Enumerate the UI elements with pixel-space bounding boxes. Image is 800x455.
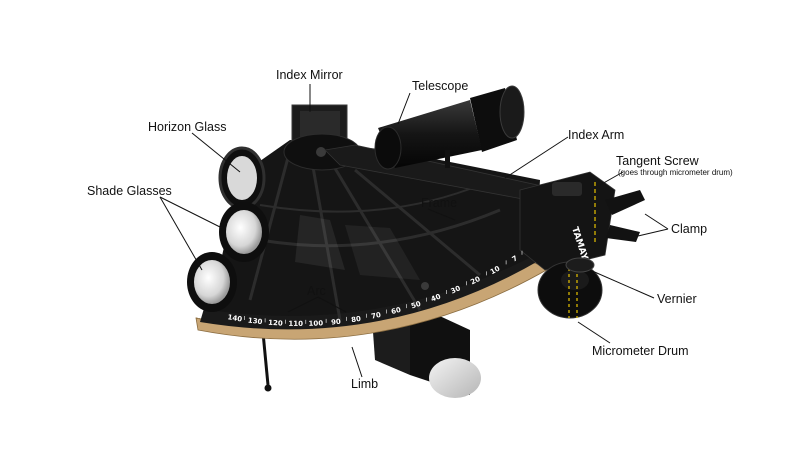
arc-band (200, 245, 540, 330)
arc-scale-label: 130 (247, 316, 263, 326)
arc-scale-label: 7 (511, 254, 519, 263)
label-limb: Limb (351, 377, 379, 391)
shade-glasses (187, 202, 269, 312)
leader-lines (159, 84, 669, 378)
label-frame: Frame (421, 196, 458, 210)
horizon-glass (218, 146, 266, 210)
label-telescope: Telescope (412, 79, 469, 93)
index-mirror (283, 104, 361, 171)
leader-micrometer-drum (577, 321, 611, 344)
label-vernier: Vernier (657, 292, 697, 306)
clamp (605, 190, 645, 242)
index-arm-plate: TAMAYA (519, 171, 616, 271)
arc-scale-label: 30 (450, 284, 462, 295)
leader-shade-glasses-2 (159, 196, 203, 271)
leader-index-arm (504, 136, 569, 179)
arc-scale-label: 60 (390, 306, 402, 316)
telescope (374, 85, 525, 170)
arc-scale-label: 120 (268, 319, 283, 328)
label-tangent-screw: Tangent Screw (616, 154, 699, 168)
leader-tangent-screw (599, 171, 624, 186)
arc-scale-label: 80 (351, 315, 362, 324)
arc-scale-label: 40 (430, 293, 442, 304)
leader-clamp-2 (637, 228, 669, 237)
arc-scale-label: 70 (370, 311, 381, 321)
arc-scale: 140 130 120 110 100 90 80 70 60 50 40 30 20 10 7 (227, 250, 523, 328)
leader-clamp-1 (644, 213, 669, 230)
leader-limb (351, 346, 363, 378)
arc-scale-label: 100 (308, 319, 323, 328)
label-arc: Arc (307, 284, 326, 298)
leader-horizon-glass (191, 132, 241, 173)
leader-telescope (397, 92, 411, 125)
arc-scale-label: 10 (489, 264, 502, 276)
arc-scale-label: 20 (469, 275, 481, 287)
leader-arc-2 (317, 296, 347, 313)
label-micrometer-drum: Micrometer Drum (592, 344, 689, 358)
arc-scale-label: 140 (227, 313, 243, 323)
label-index-arm: Index Arm (568, 128, 625, 142)
leader-frame (427, 208, 456, 221)
arc-scale-label: 110 (288, 320, 303, 328)
arc-scale-label: 50 (410, 300, 422, 311)
label-shade-glasses: Shade Glasses (87, 184, 172, 198)
label-horizon-glass: Horizon Glass (148, 120, 227, 134)
handle-end-cap (429, 358, 481, 398)
label-clamp: Clamp (671, 222, 708, 236)
leader-vernier (589, 269, 655, 299)
label-tangent-screw-note: (goes through micrometer drum) (618, 168, 733, 177)
arc-scale-label: 90 (331, 318, 342, 327)
label-index-mirror: Index Mirror (276, 68, 343, 82)
leader-shade-glasses-1 (159, 196, 223, 229)
micrometer-drum (537, 257, 603, 319)
leader-arc-1 (287, 296, 319, 313)
